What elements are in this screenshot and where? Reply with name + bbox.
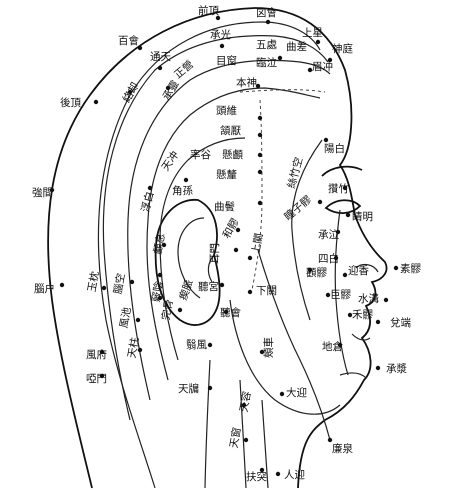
label-xia-guan: 下關 — [256, 285, 277, 297]
meridian-neck-1 — [239, 379, 247, 489]
label-mu-chuang: 目窗 — [216, 54, 237, 67]
meridian-bladder — [102, 35, 329, 421]
meridian-forehead-dashed — [251, 99, 263, 291]
label-dui-duan: 兌端 — [390, 316, 411, 329]
ear-tragus — [207, 254, 215, 283]
meridian-face-1 — [291, 139, 323, 321]
label-feng-chi: 風池 — [117, 306, 134, 329]
label-xin-hui: 囟會 — [256, 6, 277, 19]
label-jia-che: 頰車 — [262, 337, 275, 358]
label-ying-xiang: 迎香 — [348, 265, 369, 277]
meridian-gb-inner — [127, 59, 331, 401]
label-da-ying: 大迎 — [286, 386, 307, 399]
label-ting-gong: 聽宮 — [198, 280, 219, 293]
meridian-top-dashed — [239, 89, 326, 93]
label-bai-hui: 百會 — [118, 34, 139, 47]
label-han-yan: 頷厭 — [220, 124, 241, 137]
label-jiao-sun: 角孫 — [172, 185, 193, 197]
label-si-bai: 四白 — [318, 252, 339, 265]
label-shuai-gu: 率谷 — [190, 148, 211, 161]
meridian-jaw — [229, 299, 341, 415]
label-wu-chu: 五處 — [256, 38, 277, 51]
label-lin-qi: 臨泣 — [256, 56, 277, 69]
label-nao-hu: 腦户 — [34, 282, 55, 295]
label-xuan-li: 懸釐 — [216, 168, 237, 181]
label-qu-cha: 曲差 — [286, 40, 307, 53]
label-shang-guan: 上關 — [250, 232, 265, 255]
label-tian-chuang: 天窗 — [227, 426, 243, 449]
eye — [324, 199, 362, 214]
label-shen-ting: 神庭 — [332, 42, 353, 55]
label-yi-feng: 翳風 — [186, 339, 207, 351]
label-di-cang: 地倉 — [322, 340, 343, 353]
meridian-temple — [159, 137, 246, 361]
meridian-face-3 — [257, 249, 331, 441]
label-lian-quan: 廉泉 — [332, 442, 353, 455]
mouth — [351, 333, 371, 341]
label-tian-chong: 天冲 — [159, 149, 182, 174]
ear-outer — [154, 199, 221, 326]
label-cheng-jiang: 承漿 — [386, 362, 407, 375]
head-outline — [47, 7, 388, 489]
point-labels: 百會 前頂 囟會 上星 神庭 承光 五處 曲差 眉冲 通天 目窗 臨泣 本神 絡… — [32, 4, 421, 483]
label-jing-ming: 睛明 — [352, 211, 373, 223]
label-luo-xi: 顱息 — [151, 232, 167, 255]
label-hou-ding: 後頂 — [60, 96, 81, 109]
label-tian-zhu: 天柱 — [125, 336, 142, 359]
label-fu-tu: 扶突 — [246, 470, 267, 483]
label-tong-tian: 通天 — [150, 51, 171, 63]
label-zheng-ying: 正營 — [172, 58, 196, 81]
label-qu-bin: 曲鬢 — [214, 200, 235, 213]
label-qiang-jian: 強間 — [32, 186, 53, 199]
label-he-liao-nose: 禾髎 — [352, 309, 373, 321]
label-ren-ying: 人迎 — [284, 469, 305, 481]
label-ya-men: 啞門 — [86, 373, 107, 385]
label-ben-shen: 本神 — [236, 76, 257, 89]
label-feng-fu: 風府 — [86, 348, 107, 361]
label-nao-kong: 腦空 — [111, 272, 127, 295]
meridian-neck-2 — [261, 399, 269, 489]
label-ting-hui: 聽會 — [220, 306, 241, 319]
label-qiao-yin: 竅陰 — [149, 280, 166, 303]
label-qian-ding: 前頂 — [198, 4, 219, 17]
label-qi-mai: 瘈脈 — [176, 277, 196, 302]
label-cheng-qi: 承泣 — [318, 228, 339, 241]
acupoints — [49, 15, 399, 477]
label-mei-chong: 眉冲 — [312, 60, 333, 73]
label-cheng-guang: 承光 — [210, 28, 231, 41]
eyebrow — [321, 165, 363, 177]
ear-inner — [177, 217, 205, 299]
label-quan-liao: 顴髎 — [306, 267, 327, 279]
label-wan-gu: 完骨 — [159, 298, 175, 321]
meridian-gb-outer — [146, 87, 321, 381]
label-yang-bai: 陽白 — [324, 142, 345, 155]
label-er-men: 耳門 — [209, 243, 221, 264]
nose-wing — [355, 263, 379, 273]
label-shui-gou: 水溝 — [358, 292, 379, 305]
label-fu-bai: 浮白 — [139, 190, 157, 214]
meridian-neck-3 — [204, 359, 211, 489]
label-tong-zi-liao: 瞳子髎 — [282, 193, 315, 224]
label-cheng-ling: 承靈 — [161, 79, 182, 103]
label-ju-liao: 巨髎 — [330, 289, 351, 301]
meridian-face-2 — [334, 209, 349, 376]
label-zan-zhu: 攢竹 — [328, 182, 349, 195]
label-tou-wei: 頭維 — [216, 104, 237, 117]
label-tian-rong: 天容 — [237, 390, 254, 413]
label-yu-zhen: 玉枕 — [85, 270, 102, 293]
label-su-liao: 素髎 — [400, 262, 421, 275]
label-tian-you: 天牖 — [178, 383, 199, 395]
label-xuan-lu: 懸顱 — [222, 148, 243, 161]
label-shang-xing: 上星 — [302, 27, 323, 39]
chin-line — [339, 372, 367, 379]
